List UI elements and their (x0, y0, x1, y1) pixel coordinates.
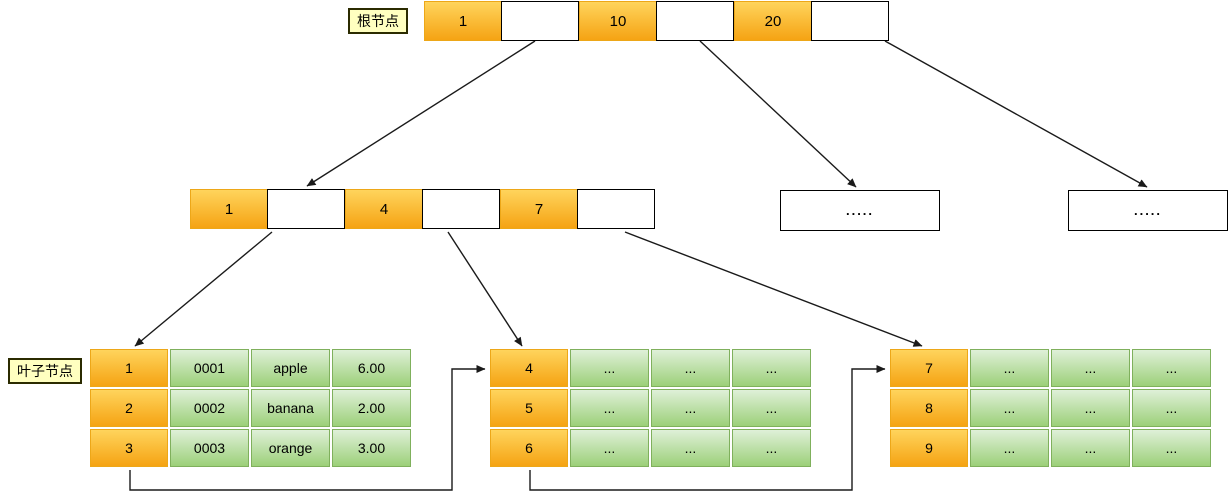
internal-pointer-cell (577, 189, 655, 229)
leaf-value-cell: 6.00 (332, 349, 411, 387)
leaf-value-cell: ... (970, 389, 1049, 427)
internal-key-cell: 7 (500, 189, 578, 229)
internal-pointer-cell (422, 189, 500, 229)
leaf-value-cell: ... (732, 429, 811, 467)
leaf-value-cell: ... (570, 349, 649, 387)
arrow-root-to-ellipsis-1 (699, 40, 857, 188)
arrow-internal-to-leaf-2 (447, 231, 523, 347)
leaf-key-cell: 5 (490, 389, 568, 427)
leaf-value-cell: ... (1132, 349, 1211, 387)
leaf-key-cell: 3 (90, 429, 168, 467)
root-pointer-cell (811, 1, 889, 41)
leaf-value-cell: ... (970, 349, 1049, 387)
leaf-value-cell: 0002 (170, 389, 249, 427)
ellipsis-node: ..... (780, 190, 940, 231)
leaf-value-cell: 0003 (170, 429, 249, 467)
root-key-cell: 10 (579, 1, 657, 41)
arrow-internal-to-leaf-3 (624, 231, 923, 347)
leaf-key-cell: 6 (490, 429, 568, 467)
leaf-key-cell: 9 (890, 429, 968, 467)
internal-pointer-cell (267, 189, 345, 229)
leaf-key-cell: 2 (90, 389, 168, 427)
leaf-value-cell: ... (651, 429, 730, 467)
arrow-internal-to-leaf-1 (134, 231, 273, 347)
leaf-value-cell: ... (1051, 389, 1130, 427)
leaf-value-cell: ... (970, 429, 1049, 467)
ellipsis-node: ..... (1068, 190, 1228, 231)
root-node-label: 根节点 (348, 8, 408, 34)
root-pointer-cell (501, 1, 579, 41)
leaf-value-cell: ... (570, 389, 649, 427)
leaf-key-cell: 8 (890, 389, 968, 427)
root-node: 1 10 20 (424, 1, 889, 41)
leaf-value-cell: ... (1051, 429, 1130, 467)
leaf-value-cell: ... (1051, 349, 1130, 387)
leaf-table-1: 1 0001 apple 6.00 2 0002 banana 2.00 3 0… (90, 349, 411, 467)
internal-key-cell: 4 (345, 189, 423, 229)
leaf-value-cell: ... (732, 349, 811, 387)
leaf-key-cell: 7 (890, 349, 968, 387)
leaf-value-cell: ... (651, 349, 730, 387)
leaf-value-cell: ... (1132, 429, 1211, 467)
leaf-value-cell: ... (1132, 389, 1211, 427)
leaf-value-cell: orange (251, 429, 330, 467)
leaf-table-2: 4 ... ... ... 5 ... ... ... 6 ... ... ..… (490, 349, 811, 467)
root-pointer-cell (656, 1, 734, 41)
leaf-value-cell: apple (251, 349, 330, 387)
internal-node: 1 4 7 (190, 189, 655, 229)
arrow-root-to-internal (306, 40, 536, 187)
leaf-value-cell: ... (570, 429, 649, 467)
leaf-value-cell: ... (651, 389, 730, 427)
leaf-node-label: 叶子节点 (8, 358, 82, 384)
arrow-root-to-ellipsis-2 (884, 40, 1148, 188)
leaf-value-cell: 3.00 (332, 429, 411, 467)
leaf-value-cell: 2.00 (332, 389, 411, 427)
leaf-key-cell: 1 (90, 349, 168, 387)
leaf-value-cell: banana (251, 389, 330, 427)
internal-key-cell: 1 (190, 189, 268, 229)
leaf-value-cell: ... (732, 389, 811, 427)
root-key-cell: 1 (424, 1, 502, 41)
root-key-cell: 20 (734, 1, 812, 41)
leaf-value-cell: 0001 (170, 349, 249, 387)
leaf-table-3: 7 ... ... ... 8 ... ... ... 9 ... ... ..… (890, 349, 1211, 467)
leaf-key-cell: 4 (490, 349, 568, 387)
